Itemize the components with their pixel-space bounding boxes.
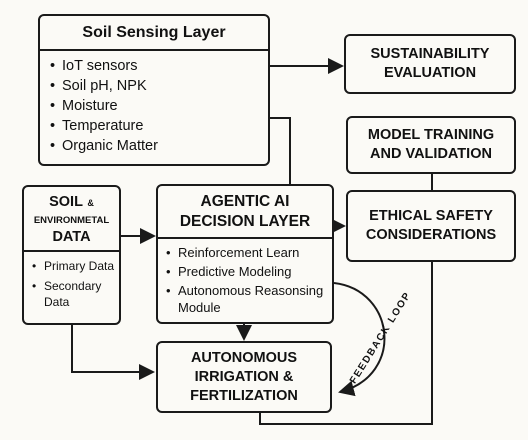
irrigation-line2: IRRIGATION & [194,368,294,385]
ethical-safety-box: ETHICAL SAFETY CONSIDERATIONS [346,190,516,262]
list-item: IoT sensors [48,56,268,76]
sustainability-line1: SUSTAINABILITY [370,46,490,62]
list-item: Predictive Modeling [164,263,328,280]
list-item: Organic Matter [48,136,268,156]
soil-data-title: SOIL & ENVIRONMETAL DATA [24,187,119,250]
soil-sensing-layer-box: Soil Sensing Layer IoT sensors Soil pH, … [38,14,270,166]
irrigation-line1: AUTONOMOUS [190,349,298,366]
irrigation-line3: FERTILIZATION [190,387,298,404]
soil-data-divider [24,250,119,252]
soil-sensing-list: IoT sensors Soil pH, NPK Moisture Temper… [40,51,268,156]
model-training-line2: AND VALIDATION [370,146,492,162]
agentic-list: Reinforcement Learn Predictive Modeling … [158,239,332,316]
ethical-line2: CONSIDERATIONS [365,227,497,243]
soil-data-line1: SOIL [49,194,83,210]
arrow-data-to-irrigation [71,325,155,380]
autonomous-irrigation-box: AUTONOMOUS IRRIGATION & FERTILIZATION [156,341,332,413]
list-item: Temperature [48,116,268,136]
soil-data-amp: & [87,198,94,208]
agentic-line2: DECISION LAYER [179,213,311,230]
list-item: Secondary Data [30,278,119,310]
list-item: Autonomous Reasonsing Module [164,282,328,316]
list-item: Reinforcement Learn [164,244,328,261]
agentic-title: AGENTIC AI DECISION LAYER [158,186,332,237]
list-item: Soil pH, NPK [48,76,268,96]
agentic-line1: AGENTIC AI [200,193,290,210]
sustainability-evaluation-box: SUSTAINABILITY EVALUATION [344,34,516,94]
agentic-divider [158,237,332,239]
list-item: Moisture [48,96,268,116]
ethical-line1: ETHICAL SAFETY [369,208,493,224]
agentic-ai-decision-layer-box: AGENTIC AI DECISION LAYER Reinforcement … [156,184,334,324]
model-training-line1: MODEL TRAINING [367,127,495,143]
soil-sensing-title: Soil Sensing Layer [82,24,226,41]
model-training-box: MODEL TRAINING AND VALIDATION [346,116,516,174]
soil-data-list: Primary Data Secondary Data [24,252,119,310]
list-item: Primary Data [30,258,119,274]
soil-sensing-divider [40,49,268,51]
soil-data-line2: ENVIRONMETAL [33,215,110,226]
soil-environmental-data-box: SOIL & ENVIRONMETAL DATA Primary Data Se… [22,185,121,325]
sustainability-line2: EVALUATION [383,65,477,81]
soil-data-line3: DATA [52,229,91,245]
feedback-loop-label: FEEDBACK LOOP [348,289,414,386]
